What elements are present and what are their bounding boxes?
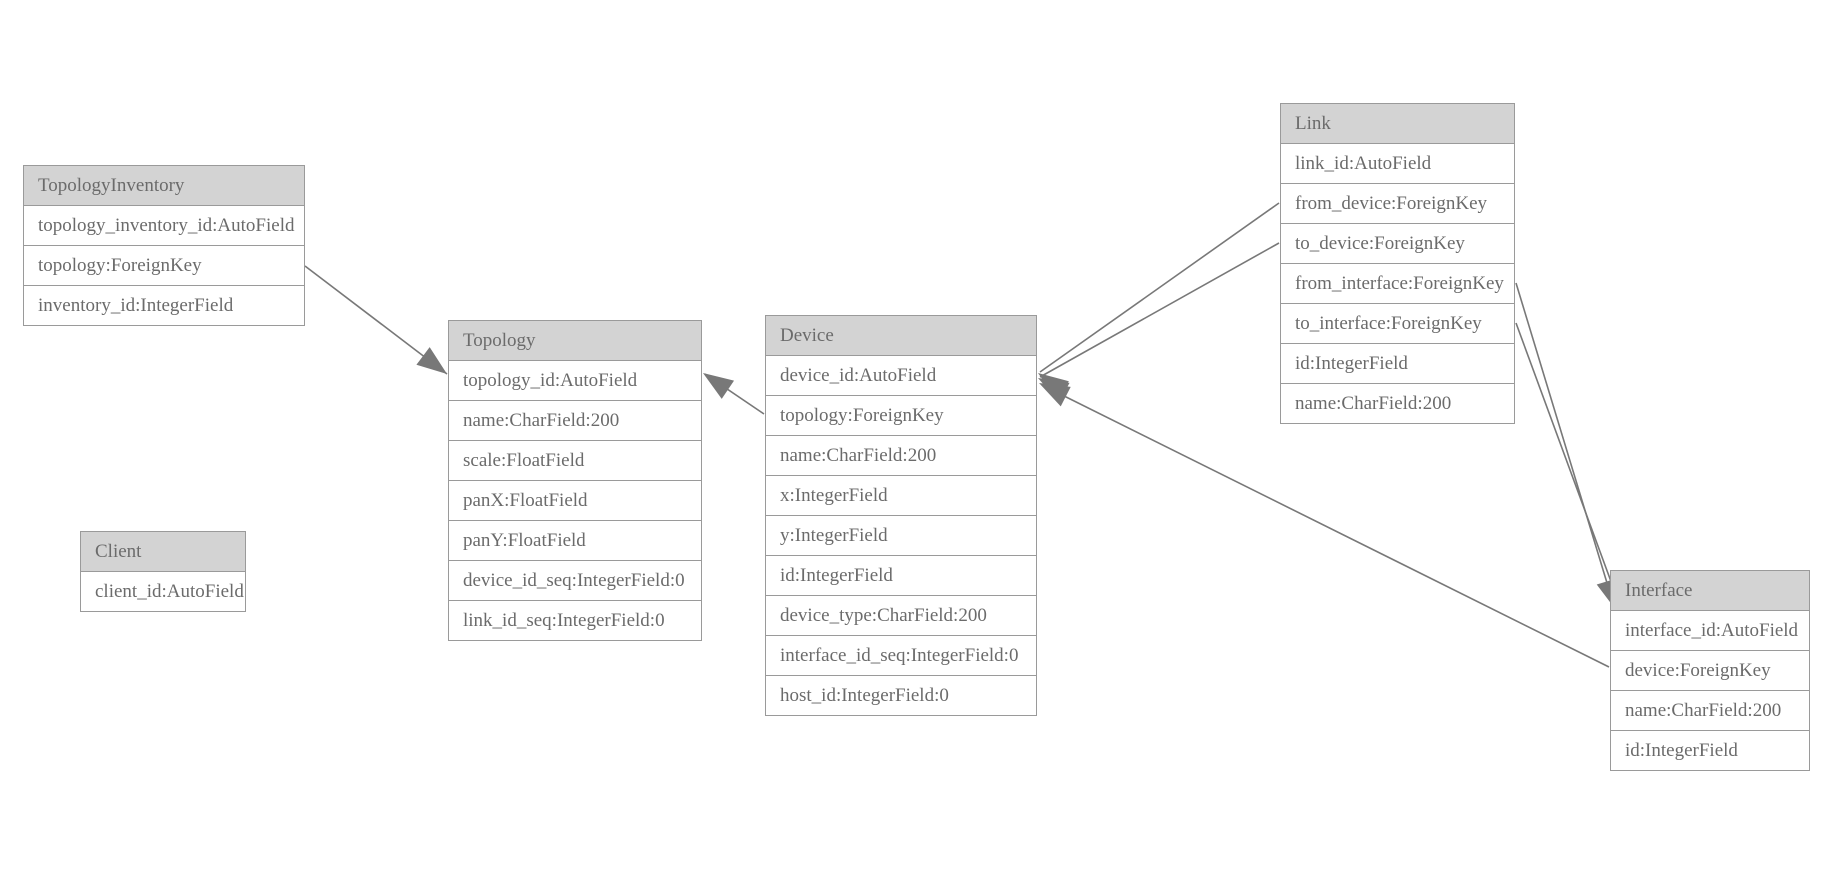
relationship-line [1039,202,1280,373]
entity-field: name:CharField:200 [1281,384,1514,423]
entity-title-client: Client [81,532,245,572]
entity-field: from_device:ForeignKey [1281,184,1514,224]
entity-field: topology:ForeignKey [766,396,1036,436]
entity-field: scale:FloatField [449,441,701,481]
entity-field: interface_id:AutoField [1611,611,1809,651]
relationship-arrowhead [1038,373,1069,400]
entity-field: to_interface:ForeignKey [1281,304,1514,344]
relationship-link-from_interface [1515,282,1618,610]
entity-field: to_device:ForeignKey [1281,224,1514,264]
relationship-topologyinventory-topology [304,265,448,375]
entity-title-device: Device [766,316,1036,356]
relationship-line [1515,322,1621,607]
entity-title-interface: Interface [1611,571,1809,611]
relationship-link-to_device [1038,242,1280,403]
relationship-arrowhead [703,373,735,399]
relationship-line [1039,242,1280,378]
entity-field: panY:FloatField [449,521,701,561]
entity-title-topology: Topology [449,321,701,361]
entity-field: link_id:AutoField [1281,144,1514,184]
entity-field: id:IntegerField [1611,731,1809,770]
relationship-line [1041,384,1610,668]
relationship-line [304,265,448,375]
entity-title-link: Link [1281,104,1514,144]
entity-field: name:CharField:200 [1611,691,1809,731]
entity-field: topology_id:AutoField [449,361,701,401]
entity-title-topology_inventory: TopologyInventory [24,166,304,206]
entity-field: name:CharField:200 [449,401,701,441]
relationship-arrowhead [1038,378,1070,403]
entity-field: panX:FloatField [449,481,701,521]
entity-field: inventory_id:IntegerField [24,286,304,325]
relationship-line [704,373,765,415]
entity-field: x:IntegerField [766,476,1036,516]
entity-field: device:ForeignKey [1611,651,1809,691]
entity-field: device_type:CharField:200 [766,596,1036,636]
relationship-arrowhead [1039,383,1071,407]
entity-field: client_id:AutoField [81,572,245,611]
entity-field: name:CharField:200 [766,436,1036,476]
relationship-link-from_device [1038,202,1280,400]
entity-field: device_id_seq:IntegerField:0 [449,561,701,601]
relationship-device-topology [703,373,765,415]
relationship-line [1515,282,1615,607]
entity-field: link_id_seq:IntegerField:0 [449,601,701,640]
entity-field: id:IntegerField [766,556,1036,596]
entity-field: interface_id_seq:IntegerField:0 [766,636,1036,676]
entity-field: from_interface:ForeignKey [1281,264,1514,304]
entity-field: topology:ForeignKey [24,246,304,286]
entity-field: topology_inventory_id:AutoField [24,206,304,246]
entity-field: device_id:AutoField [766,356,1036,396]
entity-field: id:IntegerField [1281,344,1514,384]
entity-field: host_id:IntegerField:0 [766,676,1036,715]
entity-field: y:IntegerField [766,516,1036,556]
